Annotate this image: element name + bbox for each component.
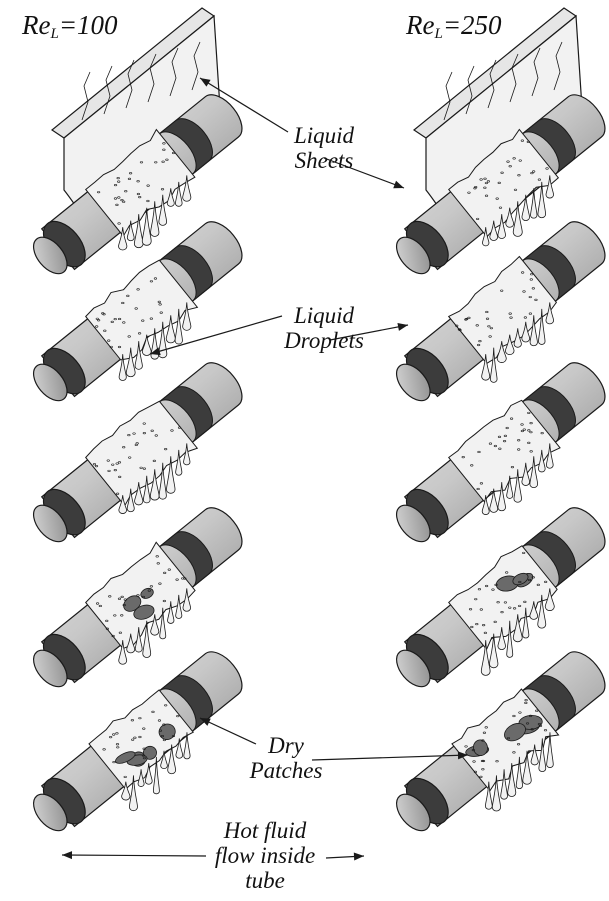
arrow-fluid-left — [62, 851, 206, 859]
arrow-head — [354, 853, 364, 861]
label-hot-fluid: Hot fluidflow insidetube — [200, 818, 330, 893]
arrow-head — [62, 851, 72, 859]
header-re-100: ReL=100 — [22, 10, 118, 43]
arrow-head — [393, 181, 404, 188]
label-liquid-sheets: LiquidSheets — [284, 123, 364, 173]
header-re-250: ReL=250 — [406, 10, 502, 43]
label-dry-patches: DryPatches — [238, 733, 334, 783]
arrow-line — [62, 855, 206, 856]
arrow-head — [397, 323, 408, 331]
arrow-fluid-right — [326, 853, 364, 861]
label-liquid-droplets: LiquidDroplets — [276, 303, 372, 353]
